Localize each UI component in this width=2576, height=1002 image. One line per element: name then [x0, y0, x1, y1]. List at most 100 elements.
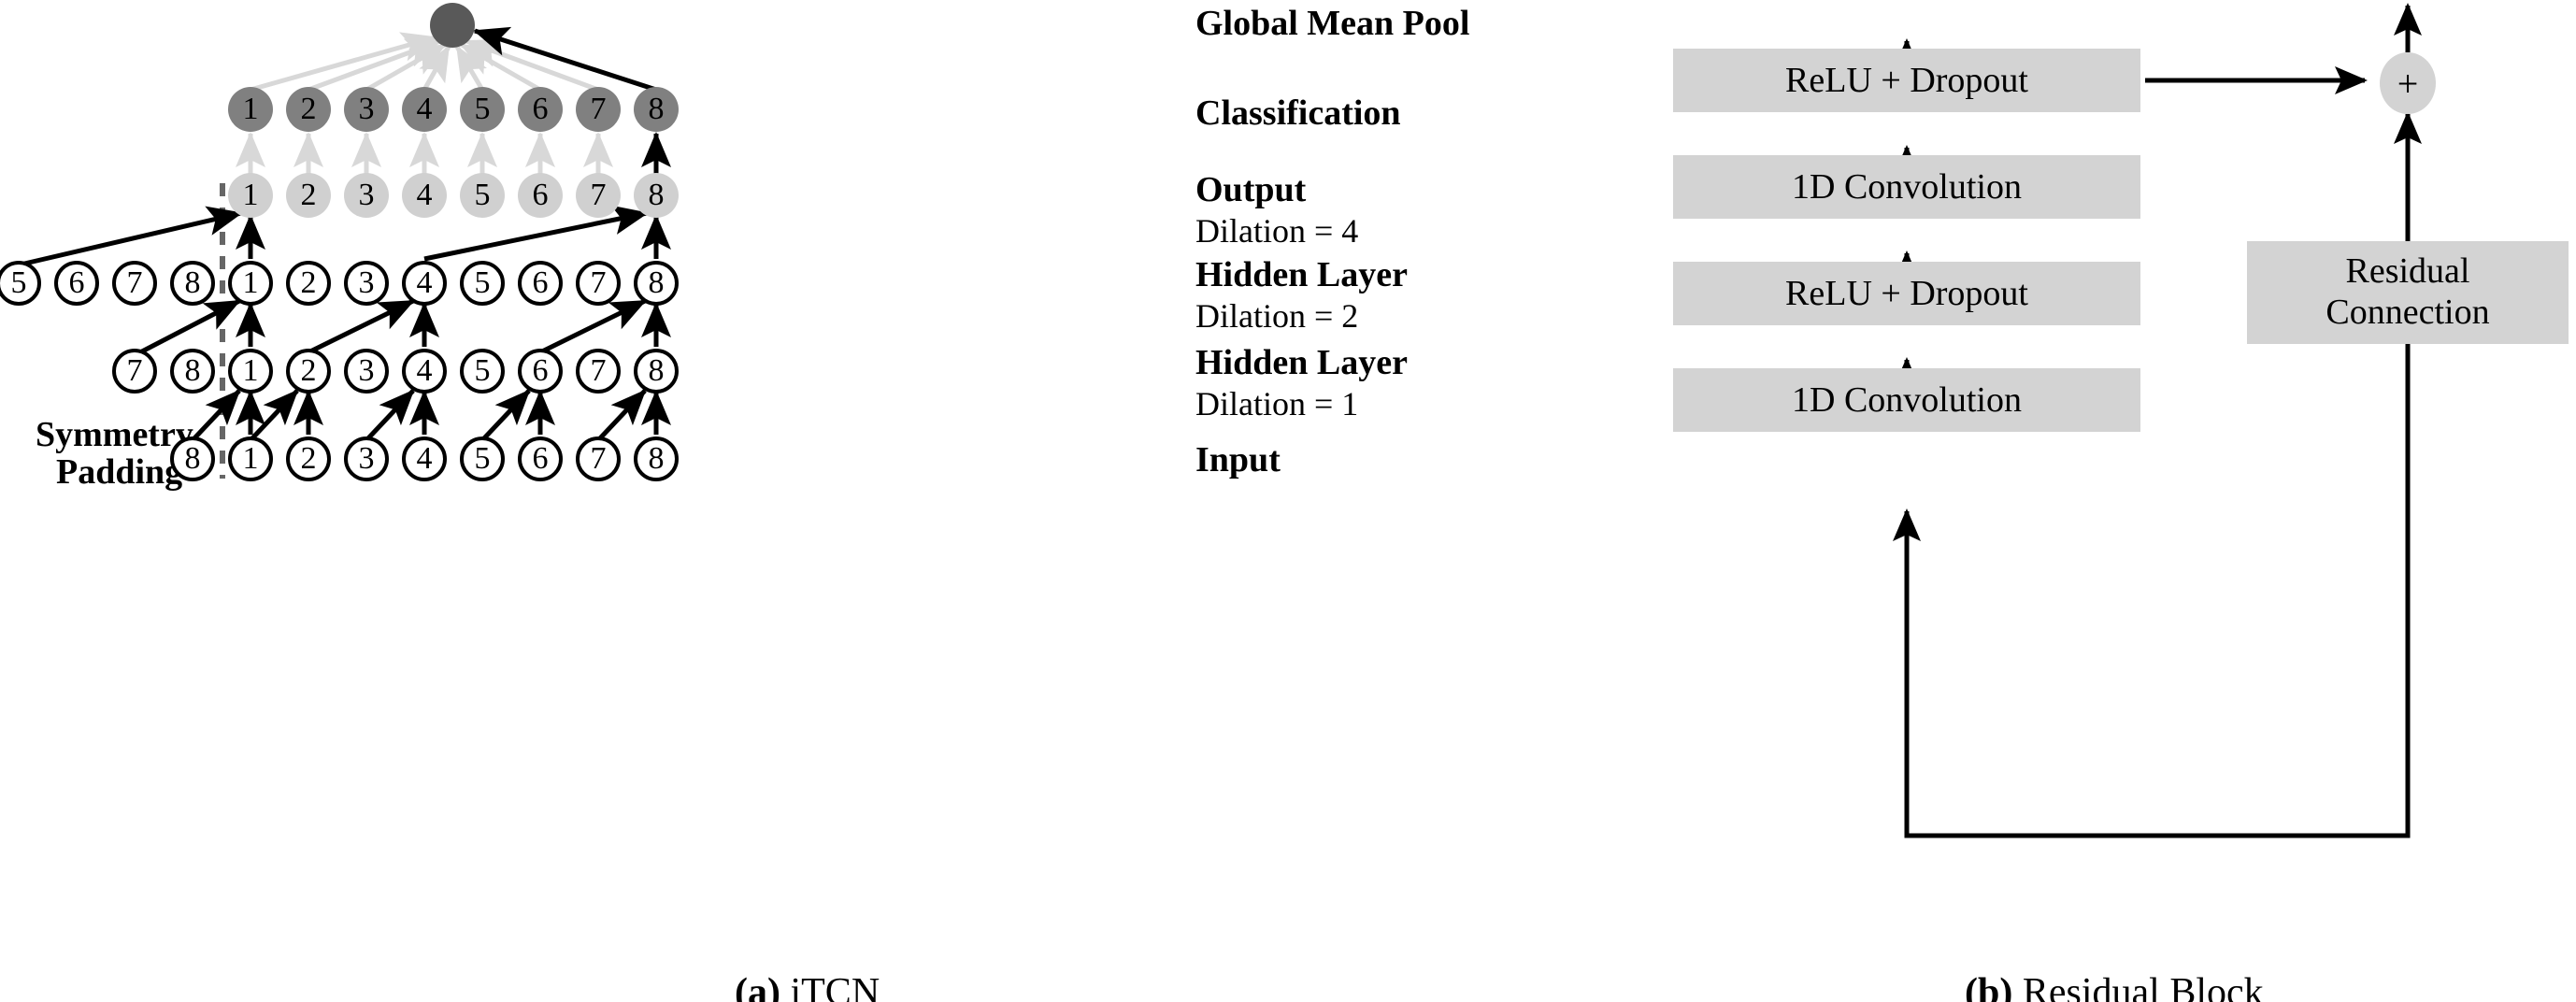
box-1d-convolution-top[interactable]: 1D Convolution — [1673, 155, 2140, 219]
node-padding-hidden2-8: 8 — [170, 261, 215, 306]
node-output-5-value: 5 — [474, 178, 491, 212]
node-input-5-value: 5 — [474, 441, 491, 476]
node-output-3-value: 3 — [358, 178, 375, 212]
node-hidden2-7-value: 7 — [590, 265, 607, 300]
node-input-3: 3 — [344, 437, 389, 481]
node-adder: + — [2380, 52, 2436, 114]
node-padding-hidden2-6: 6 — [54, 261, 99, 306]
node-output-2: 2 — [286, 173, 331, 218]
node-hidden2-6: 6 — [518, 261, 563, 306]
itcn-active-edges — [20, 26, 671, 442]
node-hidden2-8: 8 — [634, 261, 679, 306]
label-hidden-layer-1-dilation: Dilation = 1 — [1195, 385, 1359, 422]
node-input-7-value: 7 — [590, 441, 607, 476]
node-padding-hidden2-7: 7 — [112, 261, 157, 306]
node-hidden2-4: 4 — [402, 261, 447, 306]
node-hidden2-3: 3 — [344, 261, 389, 306]
node-input-1: 1 — [228, 437, 273, 481]
node-input-7: 7 — [576, 437, 621, 481]
node-input-5: 5 — [460, 437, 505, 481]
node-hidden1-5: 5 — [460, 349, 505, 394]
node-hidden1-6: 6 — [518, 349, 563, 394]
label-output: Output — [1195, 170, 1307, 209]
caption-a-prefix: (a) — [735, 971, 780, 1002]
node-classification-8-value: 8 — [648, 92, 665, 126]
node-hidden1-5-value: 5 — [474, 353, 491, 388]
node-padding-hidden2-5: 5 — [0, 261, 41, 306]
node-padding-hidden2-5-value: 5 — [10, 265, 27, 300]
node-output-5: 5 — [460, 173, 505, 218]
caption-panel-b: (b) Residual Block — [1925, 925, 2264, 1002]
node-hidden2-3-value: 3 — [358, 265, 375, 300]
node-classification-1: 1 — [228, 87, 273, 132]
node-input-8-value: 8 — [648, 441, 665, 476]
node-padding-hidden2-8-value: 8 — [184, 265, 201, 300]
itcn-inactive-edges — [235, 32, 613, 174]
label-symmetry-padding-line2: Padding — [56, 452, 183, 492]
label-output-dilation: Dilation = 4 — [1195, 212, 1359, 250]
node-hidden1-2-value: 2 — [300, 353, 317, 388]
node-input-4-value: 4 — [416, 441, 433, 476]
label-classification: Classification — [1195, 93, 1401, 133]
node-output-8-value: 8 — [648, 178, 665, 212]
caption-a-text: iTCN — [790, 971, 880, 1002]
node-hidden1-4-value: 4 — [416, 353, 433, 388]
node-hidden2-5: 5 — [460, 261, 505, 306]
node-output-1: 1 — [228, 173, 273, 218]
node-classification-8: 8 — [634, 87, 679, 132]
node-classification-2-value: 2 — [300, 92, 317, 126]
node-hidden2-5-value: 5 — [474, 265, 491, 300]
node-classification-7-value: 7 — [590, 92, 607, 126]
node-padding-input-8: 8 — [170, 437, 215, 481]
node-hidden2-8-value: 8 — [648, 265, 665, 300]
label-hidden-layer-2: Hidden Layer — [1195, 255, 1408, 294]
node-hidden2-2: 2 — [286, 261, 331, 306]
box-relu-dropout-top[interactable]: ReLU + Dropout — [1673, 49, 2140, 112]
node-classification-3-value: 3 — [358, 92, 375, 126]
node-hidden1-8: 8 — [634, 349, 679, 394]
node-classification-5: 5 — [460, 87, 505, 132]
node-hidden1-8-value: 8 — [648, 353, 665, 388]
node-input-2: 2 — [286, 437, 331, 481]
node-hidden1-1: 1 — [228, 349, 273, 394]
node-output-4-value: 4 — [416, 178, 433, 212]
node-hidden1-3: 3 — [344, 349, 389, 394]
node-input-6: 6 — [518, 437, 563, 481]
node-padding-hidden2-6-value: 6 — [68, 265, 85, 300]
node-hidden2-2-value: 2 — [300, 265, 317, 300]
node-output-7: 7 — [576, 173, 621, 218]
node-hidden2-6-value: 6 — [532, 265, 549, 300]
node-hidden1-2: 2 — [286, 349, 331, 394]
node-output-8: 8 — [634, 173, 679, 218]
node-classification-6: 6 — [518, 87, 563, 132]
node-classification-7: 7 — [576, 87, 621, 132]
node-padding-input-8-value: 8 — [184, 441, 201, 476]
node-classification-6-value: 6 — [532, 92, 549, 126]
box-residual-connection[interactable]: Residual Connection — [2247, 241, 2569, 344]
node-global-mean-pool — [430, 3, 475, 48]
node-hidden1-7-value: 7 — [590, 353, 607, 388]
node-input-1-value: 1 — [242, 441, 259, 476]
caption-b-text: Residual Block — [2022, 971, 2264, 1002]
node-hidden2-7: 7 — [576, 261, 621, 306]
box-1d-convolution-bottom[interactable]: 1D Convolution — [1673, 368, 2140, 432]
node-padding-hidden2-7-value: 7 — [126, 265, 143, 300]
label-global-mean-pool: Global Mean Pool — [1195, 4, 1470, 43]
caption-panel-a: (a) iTCN — [695, 925, 880, 1002]
node-hidden1-7: 7 — [576, 349, 621, 394]
node-input-4: 4 — [402, 437, 447, 481]
node-padding-hidden1-8-value: 8 — [184, 353, 201, 388]
node-hidden1-4: 4 — [402, 349, 447, 394]
caption-b-prefix: (b) — [1965, 971, 2013, 1002]
node-output-2-value: 2 — [300, 178, 317, 212]
node-input-8: 8 — [634, 437, 679, 481]
node-output-4: 4 — [402, 173, 447, 218]
node-output-3: 3 — [344, 173, 389, 218]
node-hidden2-1-value: 1 — [242, 265, 259, 300]
label-hidden-layer-1: Hidden Layer — [1195, 343, 1408, 382]
node-hidden2-1: 1 — [228, 261, 273, 306]
box-relu-dropout-bottom[interactable]: ReLU + Dropout — [1673, 262, 2140, 325]
node-classification-2: 2 — [286, 87, 331, 132]
